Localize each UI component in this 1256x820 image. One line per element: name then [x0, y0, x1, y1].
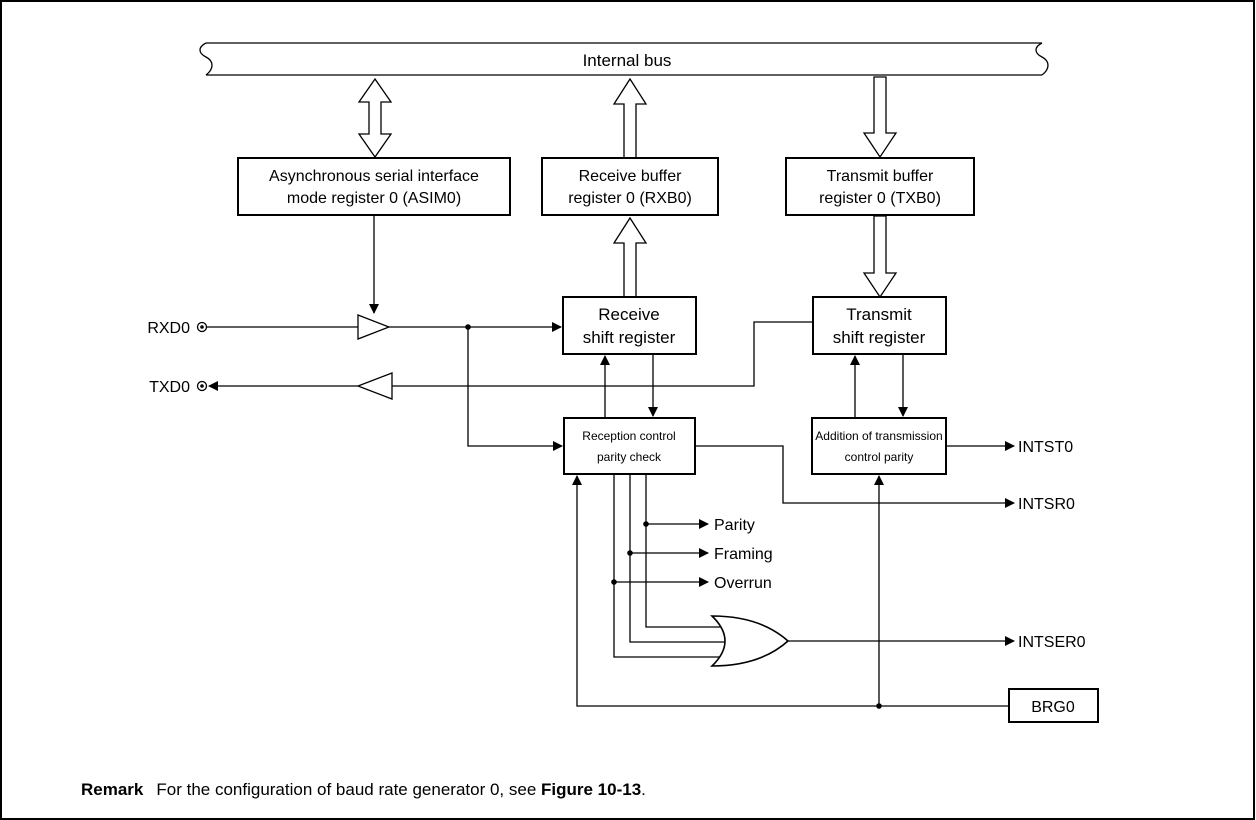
intst0-label: INTST0 — [1018, 439, 1073, 456]
bus-arrow-bus-to-txb0 — [862, 76, 898, 159]
figure-reference: Figure 10-13 — [541, 780, 642, 799]
rxd0-label: RXD0 — [147, 320, 190, 337]
tx-shift-line1: Transmit — [846, 305, 912, 324]
tx-control-line2: control parity — [845, 450, 914, 464]
internal-bus-label: Internal bus — [583, 51, 672, 70]
brg0-label: BRG0 — [1031, 699, 1075, 716]
asim0-register: Asynchronous serial interface mode regis… — [237, 157, 511, 216]
txb0-register: Transmit buffer register 0 (TXB0) — [785, 157, 975, 216]
bus-arrow-rxb0-to-bus — [612, 77, 648, 159]
txd0-label: TXD0 — [149, 379, 190, 396]
transmit-buffer-triangle-icon — [356, 372, 393, 400]
reception-control-block: Reception control parity check — [563, 417, 696, 475]
brg0-block: BRG0 — [1008, 688, 1099, 723]
txd0-pin: TXD0 — [149, 379, 208, 396]
overrun-label: Overrun — [714, 575, 772, 592]
rxb0-line1: Receive buffer — [579, 168, 683, 185]
rxb0-register: Receive buffer register 0 (RXB0) — [541, 157, 719, 216]
rx-shift-line2: shift register — [583, 328, 676, 347]
intser0-label: INTSER0 — [1018, 634, 1086, 651]
brg0-to-rx-control-wire — [572, 475, 1009, 707]
tx-shift-line2: shift register — [833, 328, 926, 347]
rxb0-line2: register 0 (RXB0) — [568, 190, 692, 207]
tx-output-wire — [392, 321, 813, 387]
tx-control-line1: Addition of transmission — [815, 429, 942, 443]
intsr0-label: INTSR0 — [1018, 496, 1075, 513]
internal-bus: Internal bus — [199, 42, 1049, 76]
framing-label: Framing — [714, 546, 773, 563]
framing-wire — [629, 474, 709, 558]
rx-to-control-wire — [467, 327, 563, 451]
intsr0-wire — [695, 445, 1015, 508]
bus-arrow-txb0-to-txshift — [862, 215, 898, 299]
transmission-control-block: Addition of transmission control parity — [811, 417, 947, 475]
receive-buffer-triangle-icon — [357, 314, 391, 340]
parity-wire — [645, 474, 709, 529]
asim0-line1: Asynchronous serial interface — [269, 168, 479, 185]
remark-label: Remark — [81, 780, 144, 799]
remark-text: For the configuration of baud rate gener… — [156, 780, 542, 799]
overrun-wire — [613, 474, 709, 587]
rx-control-line2: parity check — [597, 450, 662, 464]
rx-control-line1: Reception control — [582, 429, 675, 443]
receive-shift-register: Receive shift register — [562, 296, 697, 355]
asim0-line2: mode register 0 (ASIM0) — [287, 190, 461, 207]
rxd0-pin: RXD0 — [147, 320, 208, 337]
transmit-shift-register: Transmit shift register — [812, 296, 947, 355]
or-gate-icon — [710, 615, 790, 667]
remark-end: . — [641, 780, 646, 799]
bus-arrow-rxshift-to-rxb0 — [612, 216, 648, 298]
rx-shift-line1: Receive — [598, 305, 659, 324]
remark-note: Remark For the configuration of baud rate… — [81, 780, 646, 800]
bus-arrow-asim0 — [357, 77, 393, 159]
txb0-line1: Transmit buffer — [827, 168, 934, 185]
parity-label: Parity — [714, 517, 755, 534]
txb0-line2: register 0 (TXB0) — [819, 190, 941, 207]
